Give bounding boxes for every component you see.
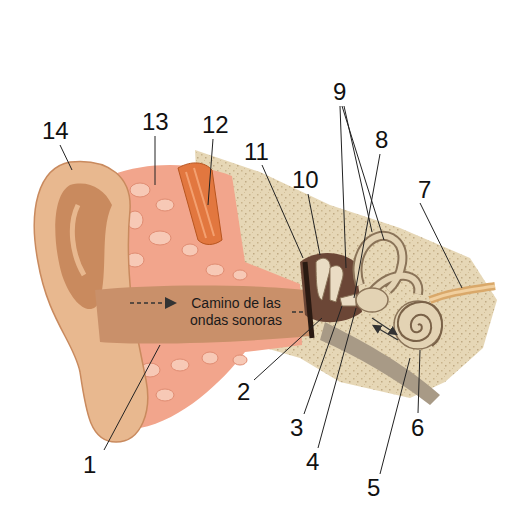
callout-number: 12 xyxy=(202,113,229,137)
callout-number: 5 xyxy=(367,476,380,500)
callout-number: 6 xyxy=(411,416,424,440)
callout-number: 3 xyxy=(290,416,303,440)
callout-number: 13 xyxy=(142,110,169,134)
callout-number: 2 xyxy=(237,380,250,404)
callout-number: 9 xyxy=(333,80,346,104)
callout-number: 4 xyxy=(306,450,319,474)
pathway-label: Camino de las ondas sonoras xyxy=(177,295,295,329)
callout-number: 14 xyxy=(42,119,69,143)
callout-number: 1 xyxy=(83,453,96,477)
callout-number: 7 xyxy=(418,178,431,202)
callout-number: 11 xyxy=(244,140,269,164)
callout-number: 10 xyxy=(292,168,319,192)
callout-number: 8 xyxy=(375,128,388,152)
